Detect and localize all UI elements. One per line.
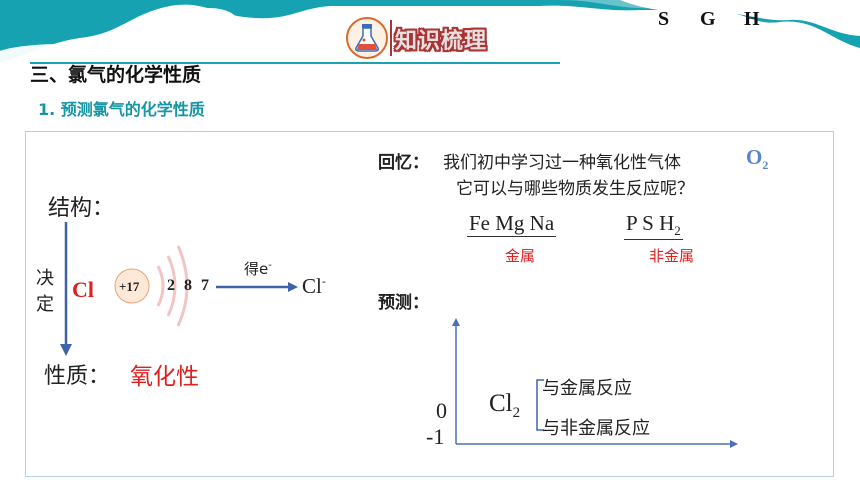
corner-letter-h: H — [744, 8, 760, 30]
corner-letter-s: S — [658, 8, 670, 30]
section-title: 三、氯气的化学性质 — [30, 64, 202, 86]
element-symbol: Cl — [72, 277, 94, 302]
predict-label: 预测： — [378, 293, 429, 313]
chloride-ion: Cl- — [302, 274, 326, 298]
recall-line-2: 它可以与哪些物质发生反应呢？ — [456, 179, 694, 199]
metals-caption: 金属 — [505, 247, 536, 265]
corner-letter-g: G — [700, 8, 716, 30]
axis-tick-neg1: -1 — [426, 424, 445, 449]
oxygen-formula: O2 — [746, 145, 769, 173]
nonmetals-caption: 非金属 — [649, 247, 695, 265]
metals-list: Fe Mg Na — [467, 211, 557, 237]
atom-diagram — [114, 245, 189, 327]
nucleus-charge: +17 — [119, 279, 140, 294]
badge-divider — [390, 20, 392, 56]
decides-arrow — [60, 222, 72, 356]
structure-label: 结构： — [48, 196, 115, 221]
shell-3: 7 — [201, 277, 209, 294]
property-label: 性质： — [44, 364, 111, 389]
axis-tick-zero: 0 — [436, 398, 447, 423]
branch-bracket — [536, 379, 544, 431]
recall-line-1: 我们初中学习过一种氧化性气体 — [443, 153, 681, 173]
gain-electron-label: 得e- — [244, 260, 272, 278]
gain-arrow — [216, 282, 298, 292]
badge-label: 知识梳理 — [395, 29, 488, 54]
shell-2: 8 — [184, 277, 192, 294]
content-panel — [25, 131, 834, 477]
decides-char-2: 定 — [36, 294, 54, 315]
nonmetals-list: P S H2 — [624, 211, 683, 241]
decides-char-1: 决 — [36, 268, 54, 289]
branch-nonmetal: 与非金属反应 — [542, 418, 650, 439]
title-underline — [30, 62, 560, 64]
subtitle: 1. 预测氯气的化学性质 — [38, 100, 205, 119]
shell-1: 2 — [167, 277, 175, 294]
chlorine-formula: Cl2 — [489, 390, 521, 421]
flask-icon — [346, 17, 388, 59]
property-value: 氧化性 — [130, 364, 199, 390]
section-badge: 知识梳理 — [345, 16, 513, 60]
recall-label: 回忆： — [378, 153, 429, 173]
valence-axes — [452, 318, 738, 448]
branch-metal: 与金属反应 — [542, 378, 632, 399]
